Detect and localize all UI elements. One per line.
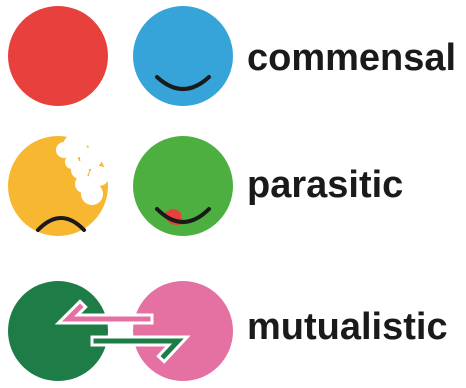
mutualistic-right-circle	[133, 281, 233, 381]
label-mutualistic: mutualistic	[247, 306, 448, 348]
smile-icon	[155, 75, 211, 91]
label-commensal: commensal	[247, 37, 457, 79]
commensal-right-circle	[133, 6, 233, 106]
bitten-circle	[8, 134, 109, 236]
smile-with-tongue-icon	[155, 207, 211, 224]
commensal-left-circle	[8, 6, 108, 106]
label-parasitic: parasitic	[247, 164, 404, 206]
exchange-arrow-left-icon	[54, 299, 154, 325]
frown-icon	[36, 216, 86, 232]
mutualistic-left-circle	[8, 281, 108, 381]
exchange-arrow-right-icon	[90, 335, 191, 364]
